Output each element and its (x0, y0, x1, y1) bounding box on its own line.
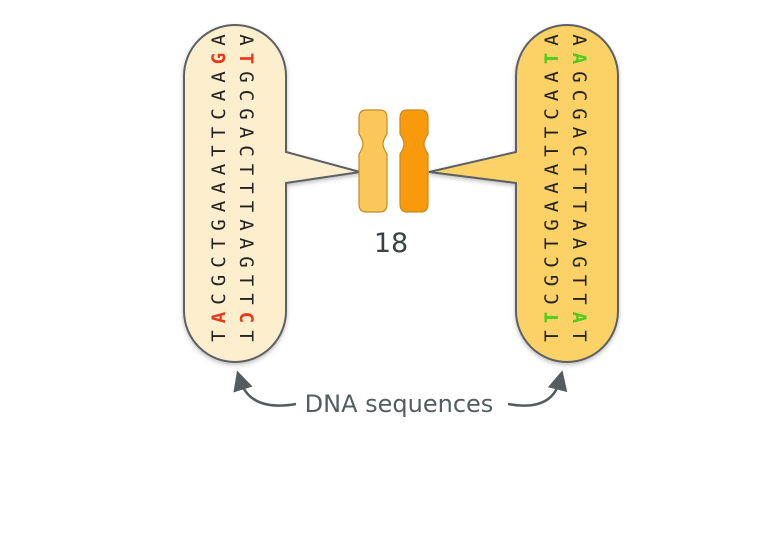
left-bottom-base: A (235, 219, 257, 231)
right-bottom-base: T (568, 293, 590, 304)
left-bottom-base: A (235, 127, 257, 139)
left-bottom-base: A (235, 238, 257, 250)
left-capsule (183, 23, 361, 363)
caption-group: DNA sequences (233, 370, 568, 418)
right-bottom-base: A (568, 238, 590, 250)
right-top-base: A (541, 200, 563, 212)
left-top-base: G (208, 53, 230, 64)
left-top-base: T (208, 238, 230, 249)
right-bottom-base: A (568, 34, 590, 46)
right-bottom-base: T (568, 164, 590, 175)
left-top-base: A (208, 311, 230, 323)
right-bottom-base: A (568, 53, 590, 65)
left-top-base: A (208, 71, 230, 83)
right-bottom-base: T (568, 330, 590, 341)
right-bottom-base: T (568, 275, 590, 286)
left-bottom-base: T (235, 53, 257, 64)
right-top-base: A (541, 89, 563, 101)
chromosome-number: 18 (374, 228, 408, 259)
left-bottom-base: A (235, 34, 257, 46)
right-top-base: T (541, 127, 563, 138)
right-top-base: A (541, 34, 563, 46)
left-bottom-base: T (235, 201, 257, 212)
caption-label: DNA sequences (305, 390, 494, 418)
left-bottom-base: T (235, 164, 257, 175)
chromosome-pair: 18 (358, 109, 429, 259)
right-bottom-base: G (568, 108, 590, 119)
right-bottom-base: T (568, 201, 590, 212)
left-top-base: G (208, 275, 230, 286)
right-top-base: C (541, 108, 563, 119)
left-top-base: A (208, 163, 230, 175)
left-top-base: C (208, 256, 230, 267)
left-bottom-base: G (235, 108, 257, 119)
right-top-base: C (541, 256, 563, 267)
right-top-base: T (541, 330, 563, 341)
left-top-base: T (208, 127, 230, 138)
chromosome-right (399, 109, 429, 213)
right-top-base: C (541, 293, 563, 304)
left-bottom-base: G (235, 256, 257, 267)
right-capsule (428, 23, 619, 363)
left-top-base: C (208, 293, 230, 304)
right-bottom-base: T (568, 182, 590, 193)
right-top-base: A (541, 71, 563, 83)
left-top-base: T (208, 145, 230, 156)
right-top-base: T (541, 312, 563, 323)
right-top-base: T (541, 145, 563, 156)
right-bottom-base: A (568, 127, 590, 139)
left-bottom-base: T (235, 275, 257, 286)
right-bottom-base: G (568, 71, 590, 82)
left-top-base: A (208, 89, 230, 101)
right-top-base: A (541, 163, 563, 175)
right-top-base: T (541, 53, 563, 64)
left-bottom-base: T (235, 182, 257, 193)
right-top-base: A (541, 182, 563, 194)
left-top-base: C (208, 108, 230, 119)
right-bottom-base: A (568, 312, 590, 324)
right-bottom-base: C (568, 145, 590, 156)
right-bottom-base: A (568, 219, 590, 231)
left-top-base: G (208, 219, 230, 230)
left-bottom-base: G (235, 71, 257, 82)
right-top-base: T (541, 238, 563, 249)
left-arrow (233, 370, 297, 407)
left-bottom-base: C (235, 145, 257, 156)
left-bottom-base: T (235, 293, 257, 304)
chromosome-left (358, 109, 388, 213)
left-bottom-base: C (235, 312, 257, 323)
left-top-base: A (208, 182, 230, 194)
right-arrow (507, 370, 568, 407)
right-top-base: G (541, 219, 563, 230)
right-bottom-base: C (568, 90, 590, 101)
left-top-base: T (208, 330, 230, 341)
left-bottom-base: C (235, 90, 257, 101)
left-bottom-base: T (235, 330, 257, 341)
left-top-base: A (208, 200, 230, 212)
right-bottom-base: G (568, 256, 590, 267)
left-top-base: A (208, 34, 230, 46)
right-top-base: G (541, 275, 563, 286)
